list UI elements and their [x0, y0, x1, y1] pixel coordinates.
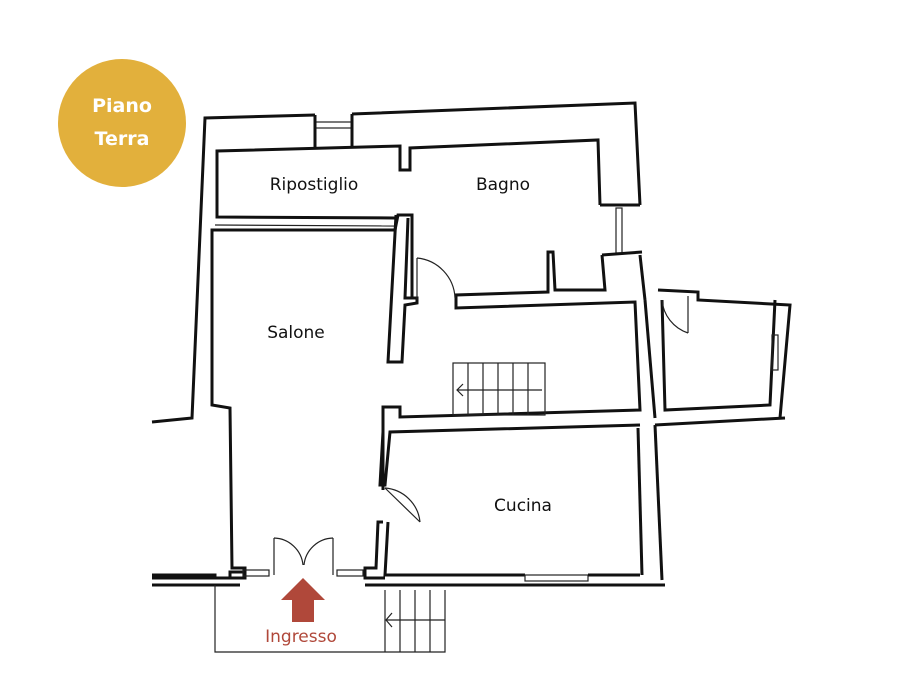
room-label-bagno: Bagno	[476, 175, 530, 195]
salone-partition	[386, 214, 419, 364]
entry-steps	[384, 590, 445, 652]
wall-segment	[363, 520, 385, 580]
stairs-outline	[452, 362, 546, 416]
badge-line2: Terra	[95, 128, 150, 150]
walls	[151, 101, 792, 587]
window	[242, 569, 270, 577]
annex-wall	[643, 299, 657, 419]
arrow-left-icon	[456, 383, 464, 397]
door-swing	[303, 537, 334, 566]
hall-walls	[381, 300, 642, 490]
outer-wall-right-upper	[638, 254, 647, 301]
door-swing	[416, 257, 456, 299]
wall-segment	[601, 250, 643, 257]
annex-walls	[657, 288, 792, 419]
interior-stairs	[452, 362, 546, 416]
entrance-arrow-icon	[281, 578, 325, 622]
badge-line1: Piano	[92, 95, 152, 117]
room-label-salone: Salone	[267, 323, 325, 343]
wall-segment	[636, 427, 644, 576]
room-label-cucina: Cucina	[494, 496, 552, 516]
cucina-walls-top	[378, 423, 641, 487]
outer-wall-left	[151, 113, 316, 424]
bagno-bottom-wall	[454, 250, 607, 300]
window	[336, 569, 364, 577]
window	[771, 334, 779, 371]
window	[524, 574, 589, 582]
entrance-label: Ingresso	[265, 627, 337, 647]
salone-walls	[152, 213, 414, 580]
floor-badge: Piano Terra	[58, 59, 186, 187]
annex-inner	[660, 299, 777, 412]
window	[314, 121, 353, 129]
outer-wall-top	[351, 101, 642, 206]
porch-outline	[214, 585, 446, 653]
partition	[214, 224, 396, 227]
door-swing	[384, 487, 421, 523]
door-swing	[273, 537, 304, 566]
badge-circle	[58, 59, 186, 187]
door-swing	[661, 299, 689, 334]
arrow-left-icon	[385, 612, 393, 628]
door-leaf	[384, 487, 421, 523]
window	[615, 207, 623, 254]
wall-segment	[152, 570, 245, 580]
wall-segment	[653, 424, 664, 581]
wall-segment	[654, 416, 786, 427]
cucina-wall-left	[383, 521, 525, 577]
ripostiglio-walls	[215, 138, 602, 220]
room-label-ripostiglio: Ripostiglio	[270, 175, 359, 195]
